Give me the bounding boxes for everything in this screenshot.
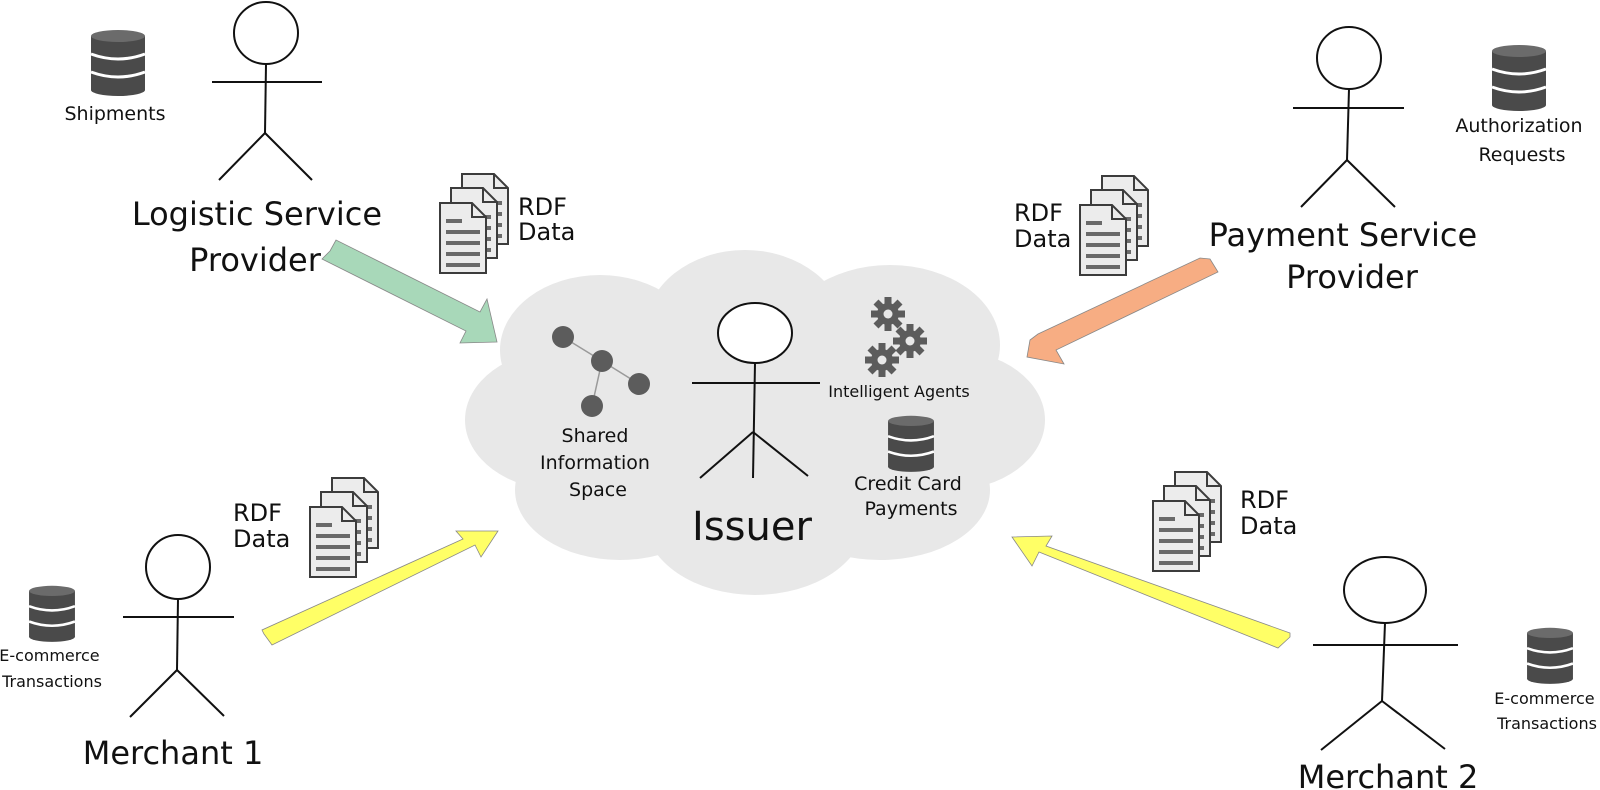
payment-provider-label: Payment Service Provider bbox=[1209, 216, 1488, 296]
merchant1-figure bbox=[123, 534, 234, 718]
rdf-documents-icon-merchant2 bbox=[1153, 472, 1221, 571]
rdf-logistic-line-2: Data bbox=[518, 218, 575, 246]
payments-label: Credit Card Payments bbox=[854, 473, 968, 520]
authorization-label: Authorization Requests bbox=[1455, 115, 1588, 166]
rdf-logistic-line-1: RDF bbox=[518, 193, 567, 221]
rdf-merchant2-line-2: Data bbox=[1240, 512, 1297, 540]
logistic-provider-figure bbox=[212, 1, 322, 181]
payments-database-icon bbox=[886, 414, 936, 474]
authorization-line-2: Requests bbox=[1478, 144, 1565, 166]
rdf-payment-line-2: Data bbox=[1014, 225, 1071, 253]
payment-provider-figure bbox=[1293, 26, 1404, 208]
merchant2-db-label: E-commerce Transactions bbox=[1494, 689, 1599, 733]
logistic-provider-label: Logistic Service Provider bbox=[132, 195, 392, 279]
shared-space-line-2: Information bbox=[540, 452, 650, 474]
merchant2-database-icon bbox=[1525, 626, 1575, 686]
rdf-documents-icon-logistic bbox=[440, 174, 508, 273]
authorization-database-icon bbox=[1490, 43, 1548, 113]
agents-label: Intelligent Agents bbox=[828, 382, 970, 401]
rdf-documents-icon-payment bbox=[1080, 176, 1148, 275]
merchant2-db-line-2: Transactions bbox=[1496, 714, 1597, 733]
arrow-payment bbox=[1026, 257, 1219, 365]
rdf-documents-icon-merchant1 bbox=[310, 478, 378, 577]
rdf-merchant1-line-2: Data bbox=[233, 525, 290, 553]
issuer-figure bbox=[692, 302, 820, 479]
shipments-database-icon bbox=[89, 28, 147, 98]
logistic-name-line-2: Provider bbox=[189, 241, 322, 279]
cloud bbox=[465, 250, 1045, 595]
rdf-label-merchant2: RDF Data bbox=[1240, 486, 1297, 540]
authorization-line-1: Authorization bbox=[1455, 115, 1582, 137]
logistic-name-line-1: Logistic Service bbox=[132, 195, 382, 233]
merchant1-db-label: E-commerce Transactions bbox=[0, 646, 105, 691]
payments-line-2: Payments bbox=[864, 498, 957, 520]
rdf-payment-line-1: RDF bbox=[1014, 199, 1063, 227]
shipments-label: Shipments bbox=[64, 103, 165, 125]
issuer-label: Issuer bbox=[692, 504, 812, 550]
merchant1-label: Merchant 1 bbox=[83, 734, 264, 772]
merchant1-database-icon bbox=[27, 584, 77, 644]
arrow-merchant2 bbox=[1011, 535, 1291, 649]
rdf-merchant1-line-1: RDF bbox=[233, 499, 282, 527]
merchant2-db-line-1: E-commerce bbox=[1494, 689, 1594, 708]
payment-name-line-2: Provider bbox=[1286, 258, 1419, 296]
merchant1-db-line-2: Transactions bbox=[1, 672, 102, 691]
shared-space-line-3: Space bbox=[569, 479, 627, 501]
rdf-label-logistic: RDF Data bbox=[518, 193, 575, 246]
arrow-logistic bbox=[321, 239, 498, 344]
rdf-label-merchant1: RDF Data bbox=[233, 499, 290, 553]
arrow-merchant1 bbox=[261, 530, 499, 646]
payments-line-1: Credit Card bbox=[854, 473, 962, 495]
rdf-label-payment: RDF Data bbox=[1014, 199, 1071, 253]
rdf-merchant2-line-1: RDF bbox=[1240, 486, 1289, 514]
merchant2-figure bbox=[1313, 556, 1458, 751]
shared-space-line-1: Shared bbox=[562, 425, 629, 447]
merchant2-label: Merchant 2 bbox=[1298, 758, 1479, 790]
merchant1-db-line-1: E-commerce bbox=[0, 646, 100, 665]
graph-icon bbox=[552, 326, 650, 417]
shared-space-label: Shared Information Space bbox=[540, 425, 656, 501]
payment-name-line-1: Payment Service bbox=[1209, 216, 1478, 254]
